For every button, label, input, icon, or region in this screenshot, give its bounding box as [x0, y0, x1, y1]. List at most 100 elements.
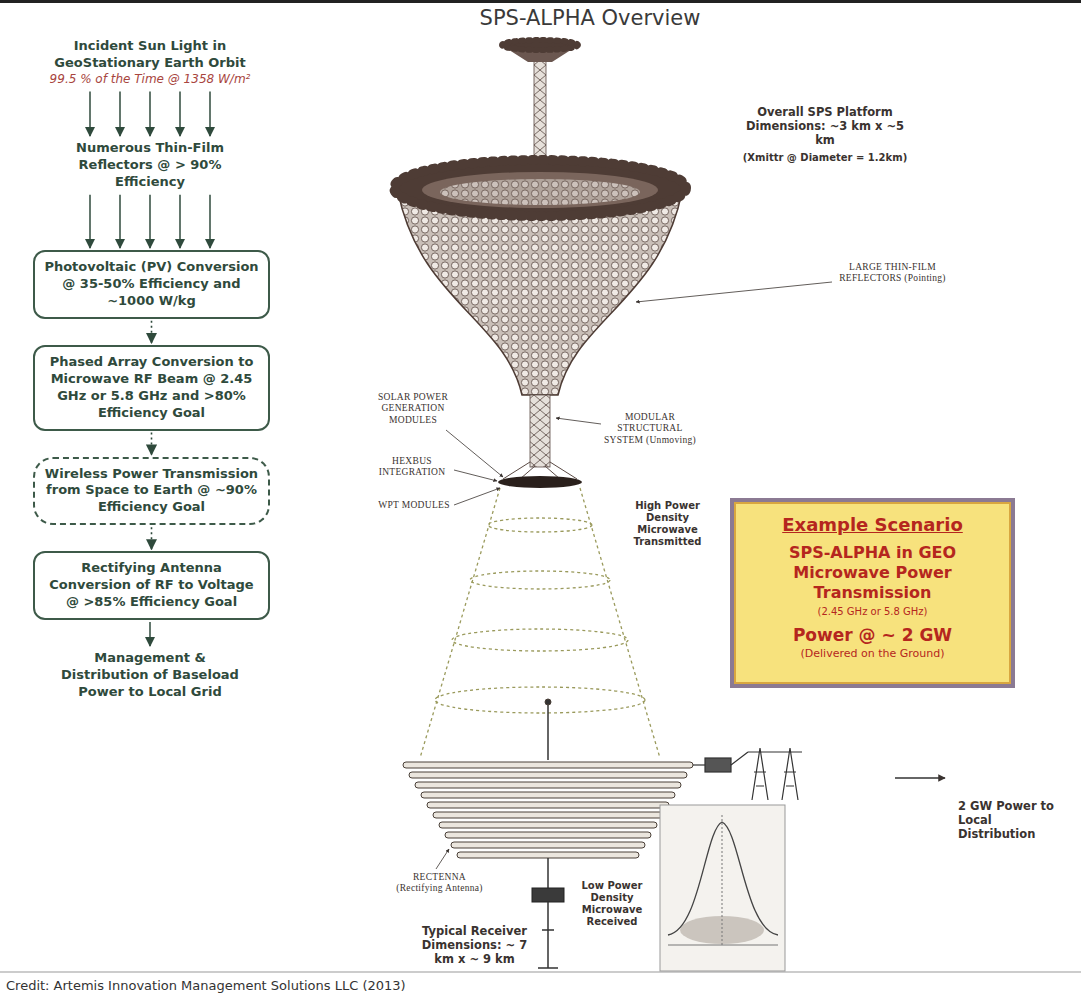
rectenna-panel: [439, 822, 657, 828]
leader-line: [556, 418, 601, 424]
process-box-dashed: Wireless Power Transmission from Space t…: [33, 457, 270, 526]
flow-arrow-line: [119, 195, 121, 248]
scenario-heading: Example Scenario: [744, 514, 1001, 535]
flow-step: Incident Sun Light in GeoStationary Eart…: [40, 36, 260, 89]
frame-line: [0, 0, 1081, 3]
beam-ring: [488, 518, 592, 532]
step-text: Phased Array Conversion to Microwave RF …: [41, 354, 262, 422]
rectenna-panel: [421, 792, 675, 798]
flow-arrow-line: [149, 622, 151, 646]
flow-arrow: [90, 195, 210, 248]
rectenna: [403, 699, 693, 968]
top-reflector-rim: [502, 40, 578, 50]
flow-step: Numerous Thin-Film Reflectors @ > 90% Ef…: [50, 138, 250, 193]
step-text: Management & Distribution of Baseload Po…: [49, 650, 251, 701]
rectenna-stand: [547, 858, 549, 888]
flow-arrow-line: [89, 91, 91, 136]
transmission-tower: [748, 748, 772, 800]
step-text: Incident Sun Light in GeoStationary Eart…: [44, 38, 256, 72]
reflector-inner-cells: [440, 179, 640, 205]
ground-post: [538, 902, 558, 968]
inset-axis: [668, 945, 778, 946]
part-label: SOLAR POWER GENERATION MODULES: [374, 392, 452, 426]
flow-arrow-line: [151, 433, 153, 455]
leader-line: [436, 849, 449, 869]
inset-curve: [668, 822, 778, 935]
reflector-funnel: [398, 192, 682, 395]
rectenna-panel: [451, 842, 645, 848]
flow-arrow-line: [151, 527, 153, 549]
power-cable: [693, 764, 705, 765]
reflector-inner: [422, 172, 658, 208]
rectenna-panel: [433, 812, 663, 818]
rectenna-panel: [445, 832, 651, 838]
lower-mast: [530, 395, 550, 467]
beam-ring: [435, 687, 645, 713]
distribution-arrow: [895, 777, 945, 779]
transmitter-disk: [498, 476, 582, 488]
converter-box: [532, 888, 564, 902]
step-text: Numerous Thin-Film Reflectors @ > 90% Ef…: [54, 140, 246, 191]
reflector-rim: [394, 160, 686, 216]
flow-arrow-line: [119, 91, 121, 136]
inset-frame: [660, 805, 785, 971]
part-label: MODULAR STRUCTURAL SYSTEM (Unmoving): [604, 412, 696, 446]
delivery-note: (Delivered on the Ground): [744, 647, 1001, 660]
transmission-tower: [778, 748, 802, 800]
leader-line: [454, 470, 497, 481]
caption-rule: [0, 972, 1081, 973]
beam-ring: [470, 571, 610, 589]
beam-edge: [420, 488, 500, 758]
rectenna-panel: [403, 762, 693, 768]
flow-arrow: [151, 321, 152, 343]
beam-label: Low Power Density Microwave Received: [568, 880, 656, 928]
process-box: Photovoltaic (PV) Conversion @ 35-50% Ef…: [33, 250, 270, 319]
dimension-note: (Xmittr @ Diameter = 1.2km): [730, 152, 920, 164]
part-label: RECTENNA (Rectifying Antenna): [392, 872, 487, 895]
part-label: WPT MODULES: [376, 500, 452, 511]
beam-profile-inset: [660, 805, 785, 971]
process-box: Rectifying Antenna Conversion of RF to V…: [33, 551, 270, 620]
flow-arrow-line: [179, 195, 181, 248]
irradiance-note: 99.5 % of the Time @ 1358 W/m²: [44, 72, 256, 88]
output-label: 2 GW Power to Local Distribution: [958, 800, 1073, 841]
flow-arrow: [151, 527, 152, 549]
microwave-beam: [420, 488, 660, 758]
step-text: Rectifying Antenna Conversion of RF to V…: [41, 560, 262, 611]
part-label: LARGE THIN-FILM REFLECTORS (Pointing): [835, 262, 950, 285]
rectenna-beacon: [545, 699, 551, 705]
flow-arrow-line: [149, 195, 151, 248]
rectenna-mast: [547, 705, 549, 760]
frequency-note: (2.45 GHz or 5.8 GHz): [744, 606, 1001, 617]
rectenna-panel: [457, 852, 639, 858]
rectenna-panel: [409, 772, 687, 778]
grid-link: [693, 748, 945, 800]
leader-line: [636, 282, 832, 302]
diagram-title: SPS-ALPHA Overview: [390, 6, 790, 30]
process-box: Phased Array Conversion to Microwave RF …: [33, 345, 270, 431]
leader-line: [454, 488, 500, 505]
flow-step: Management & Distribution of Baseload Po…: [45, 648, 255, 703]
power-value: Power @ ~ 2 GW: [744, 625, 1001, 645]
flow-arrow-line: [151, 321, 153, 343]
substation-box: [705, 758, 731, 772]
dimension-note: Overall SPS Platform Dimensions: ~3 km x…: [740, 106, 910, 147]
beam-label: High Power Density Microwave Transmitted: [620, 500, 715, 548]
flow-arrow-line: [209, 91, 211, 136]
flow-arrow-line: [89, 195, 91, 248]
upper-mast: [534, 60, 546, 164]
step-text: Photovoltaic (PV) Conversion @ 35-50% Ef…: [41, 259, 262, 310]
rectenna-panel: [415, 782, 681, 788]
part-label: HEXBUS INTEGRATION: [372, 456, 452, 479]
beam-ring: [452, 629, 628, 651]
rectenna-panel: [427, 802, 669, 808]
step-text: Wireless Power Transmission from Space t…: [41, 466, 262, 517]
credit-caption: Credit: Artemis Innovation Management So…: [6, 978, 406, 993]
flow-arrow-line: [149, 91, 151, 136]
dimension-note: Typical Receiver Dimensions: ~ 7 km x ~ …: [412, 925, 537, 966]
scenario-box: Example ScenarioSPS-ALPHA in GEO Microwa…: [730, 498, 1015, 688]
scenario-text: SPS-ALPHA in GEO Microwave Power Transmi…: [744, 543, 1001, 603]
flow-arrow-line: [209, 195, 211, 248]
flow-arrow: [150, 622, 151, 646]
inset-axis: [722, 815, 723, 945]
